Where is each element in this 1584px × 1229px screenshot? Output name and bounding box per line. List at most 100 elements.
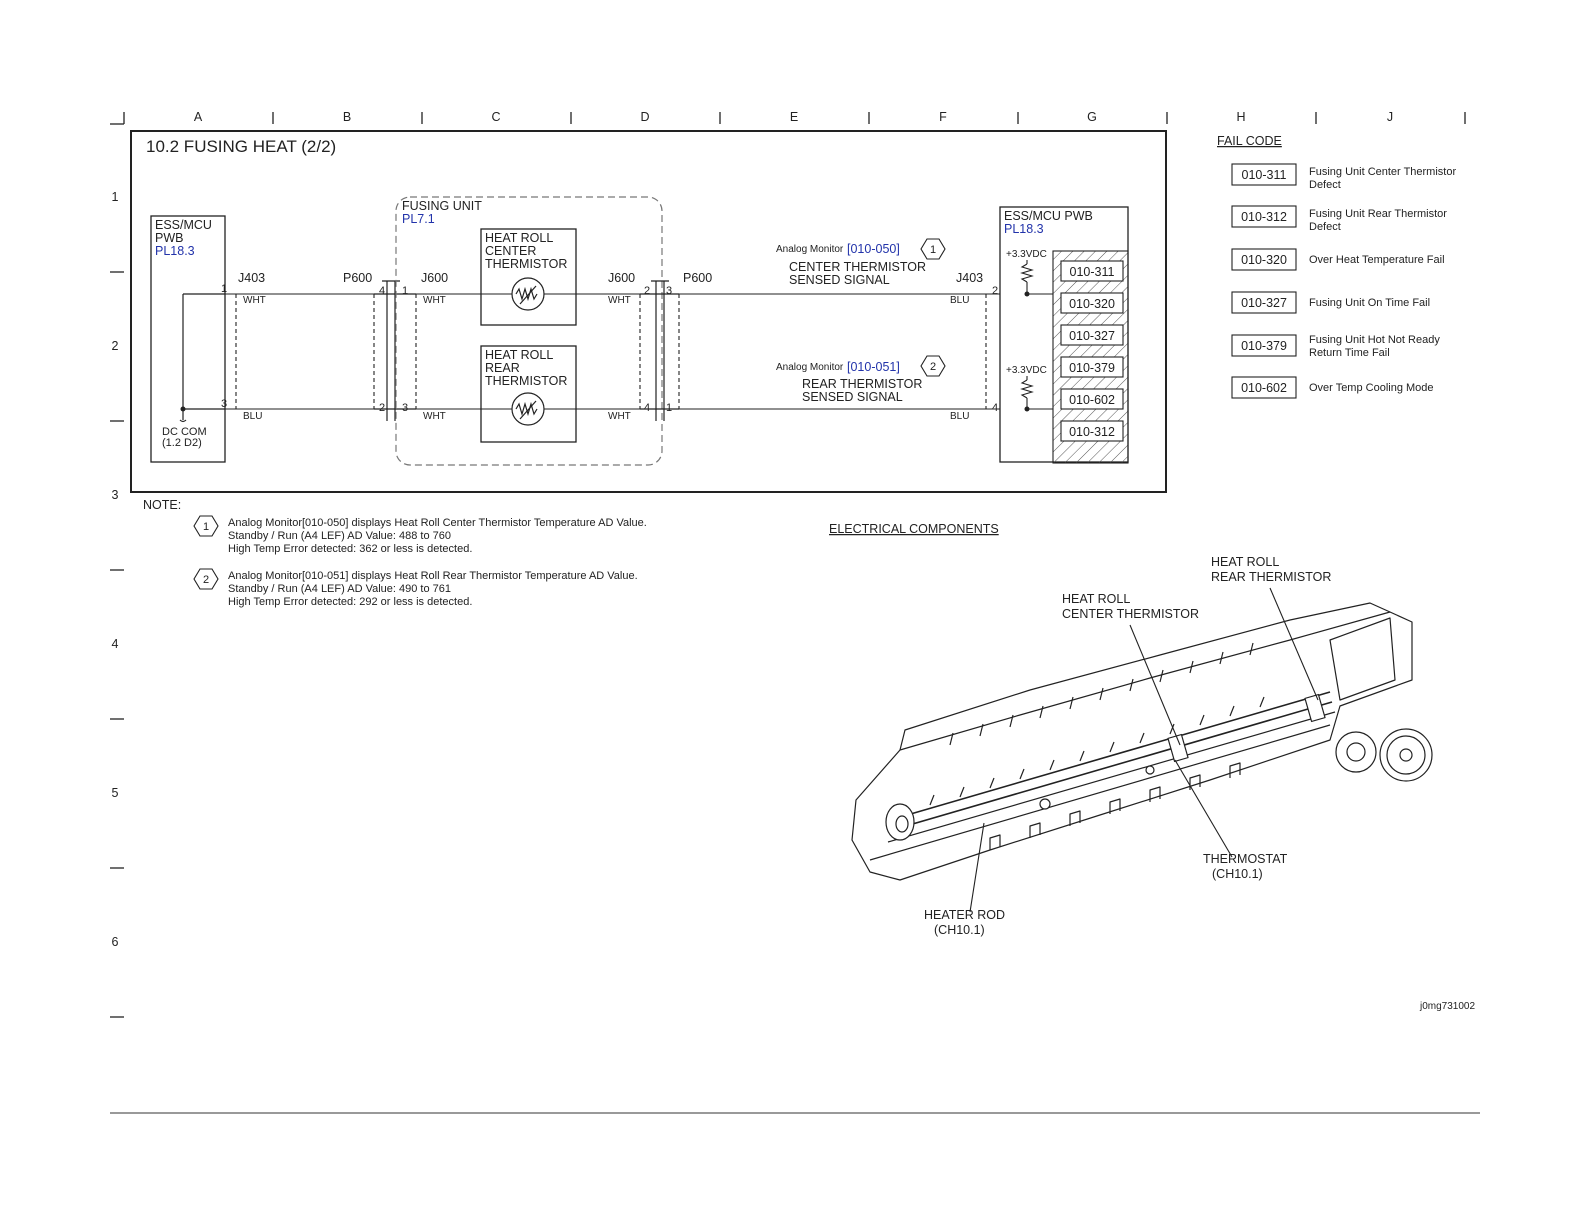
row-label: 6 xyxy=(112,935,119,949)
callout-lines xyxy=(969,587,1319,913)
col-label: G xyxy=(1087,110,1097,124)
board-code: 010-320 xyxy=(1069,297,1115,311)
note-line: Analog Monitor[010-050] displays Heat Ro… xyxy=(228,517,647,529)
fail-code: 010-320 xyxy=(1241,253,1287,267)
pin-c3: 3 xyxy=(402,402,408,414)
harness-right xyxy=(678,293,1000,410)
center-signal-line-1: CENTER THERMISTOR xyxy=(789,260,926,274)
row-label: 4 xyxy=(112,637,119,651)
col-label: F xyxy=(939,110,947,124)
callout-heater-rod-1: HEATER ROD xyxy=(924,908,1005,922)
callout-heater-rod-2: (CH10.1) xyxy=(934,923,985,937)
pin-a3: 3 xyxy=(221,398,227,410)
board-code: 010-602 xyxy=(1069,393,1115,407)
grid-frame xyxy=(110,112,1466,1018)
left-board-ref: PL18.3 xyxy=(155,244,195,258)
wire-color-wht: WHT xyxy=(608,411,631,422)
callout-thermostat-1: THERMOSTAT xyxy=(1203,852,1288,866)
callout-center-thermistor-1: HEAT ROLL xyxy=(1062,592,1130,606)
note-marker-2 xyxy=(193,568,219,590)
vdc-label: +3.3VDC xyxy=(1006,249,1047,260)
diagram-title: 10.2 FUSING HEAT (2/2) xyxy=(146,137,336,156)
row-label: 3 xyxy=(112,488,119,502)
ground-label-1: DC COM xyxy=(162,426,207,438)
grid-row-labels: 1 2 3 4 5 6 xyxy=(112,190,119,949)
rear-thermistor-label-3: THERMISTOR xyxy=(485,374,567,388)
fail-code-item: 010-379 Fusing Unit Hot Not Ready Return… xyxy=(1231,334,1440,359)
wire-color-blu: BLU xyxy=(243,411,262,422)
fail-code-desc: Fusing Unit Rear Thermistor xyxy=(1309,208,1447,220)
note-item: 2 Analog Monitor[010-051] displays Heat … xyxy=(193,568,638,608)
fail-code: 010-311 xyxy=(1242,168,1287,182)
center-thermistor-label-2: CENTER xyxy=(485,244,536,258)
pin-e3: 3 xyxy=(666,285,672,297)
wire-color-wht: WHT xyxy=(423,411,446,422)
grid-column-labels: A B C D E F G H J xyxy=(194,110,1393,124)
note-marker-1 xyxy=(920,238,946,260)
rear-thermistor-label-2: REAR xyxy=(485,361,520,375)
fail-code-item: 010-327 Fusing Unit On Time Fail xyxy=(1231,291,1430,314)
rear-signal-line-1: REAR THERMISTOR xyxy=(802,377,922,391)
col-label: A xyxy=(194,110,203,124)
note-marker-2 xyxy=(920,355,946,377)
right-board-label: ESS/MCU PWB xyxy=(1004,209,1093,223)
left-board-label-1: ESS/MCU xyxy=(155,218,212,232)
callout-center-thermistor-2: CENTER THERMISTOR xyxy=(1062,607,1199,621)
wire-color-wht: WHT xyxy=(243,295,266,306)
fail-code: 010-379 xyxy=(1241,339,1287,353)
connector-pair-right xyxy=(640,280,679,421)
junction-node xyxy=(1024,406,1030,412)
fusing-unit-box xyxy=(395,196,663,466)
note-marker-1-num: 1 xyxy=(930,244,936,256)
pin-d4: 4 xyxy=(644,402,650,414)
row-label: 2 xyxy=(112,339,119,353)
board-code-boxes xyxy=(1060,260,1124,442)
fail-code: 010-602 xyxy=(1241,381,1287,395)
note-marker-1 xyxy=(193,515,219,537)
pin-f4: 4 xyxy=(992,402,998,414)
components-heading: ELECTRICAL COMPONENTS xyxy=(829,522,999,536)
schematic-frame xyxy=(130,130,1167,493)
left-board xyxy=(150,215,226,463)
fail-code-desc: Over Heat Temperature Fail xyxy=(1309,254,1445,266)
rear-thermistor-label-1: HEAT ROLL xyxy=(485,348,553,362)
analog-monitor-label: Analog Monitor xyxy=(776,362,844,373)
pin-c1: 1 xyxy=(402,285,408,297)
fail-code-heading: FAIL CODE xyxy=(1217,134,1282,148)
connector-j600-left: J600 xyxy=(421,271,448,285)
connector-j403-right: J403 xyxy=(956,271,983,285)
fail-code: 010-312 xyxy=(1241,210,1287,224)
note-marker-2-num: 2 xyxy=(930,361,936,373)
note-line: Standby / Run (A4 LEF) AD Value: 490 to … xyxy=(228,583,451,595)
col-label: J xyxy=(1387,110,1393,124)
fail-code-desc: Defect xyxy=(1309,221,1341,233)
note-marker-num: 1 xyxy=(203,521,209,533)
center-signal-line-2: SENSED SIGNAL xyxy=(789,273,890,287)
board-code: 010-312 xyxy=(1069,425,1115,439)
note-line: High Temp Error detected: 292 or less is… xyxy=(228,596,472,608)
callout-thermostat-2: (CH10.1) xyxy=(1212,867,1263,881)
note-line: Standby / Run (A4 LEF) AD Value: 488 to … xyxy=(228,530,451,542)
wire-color-wht: WHT xyxy=(608,295,631,306)
col-label: D xyxy=(640,110,649,124)
fail-code-desc: Fusing Unit Hot Not Ready xyxy=(1309,334,1440,346)
row-label: 5 xyxy=(112,786,119,800)
pin-a1: 1 xyxy=(221,283,227,295)
left-connector-j403: J403 xyxy=(238,271,265,285)
fusing-unit-ref: PL7.1 xyxy=(402,212,435,226)
note-heading: NOTE: xyxy=(143,498,181,512)
left-board-wiring xyxy=(179,293,225,423)
fail-code-desc: Over Temp Cooling Mode xyxy=(1309,382,1434,394)
note-line: Analog Monitor[010-051] displays Heat Ro… xyxy=(228,570,638,582)
thermistor-icon xyxy=(511,392,545,426)
board-code: 010-327 xyxy=(1069,329,1115,343)
note-item: 1 Analog Monitor[010-050] displays Heat … xyxy=(193,515,647,555)
fail-code-desc: Return Time Fail xyxy=(1309,347,1390,359)
center-thermistor-label-3: THERMISTOR xyxy=(485,257,567,271)
vdc-label: +3.3VDC xyxy=(1006,365,1047,376)
ground-node xyxy=(180,406,186,412)
fail-code-desc: Defect xyxy=(1309,179,1341,191)
connector-p600-left: P600 xyxy=(343,271,372,285)
analog-monitor-code-rear: [010-051] xyxy=(847,360,900,374)
